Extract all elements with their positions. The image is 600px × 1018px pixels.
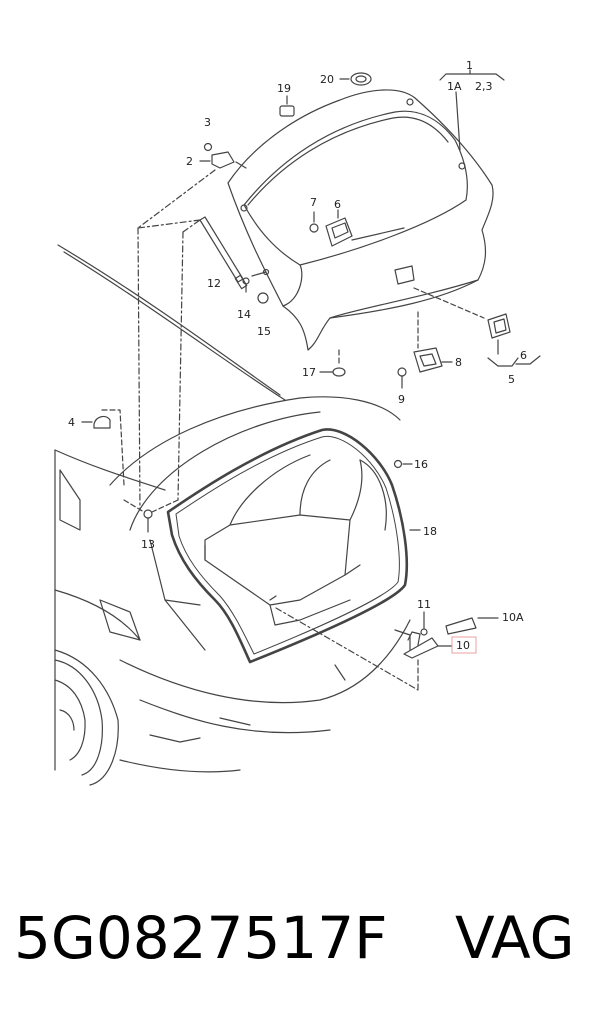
callout-labels: 1 1A 2,3 20 19 3 2 7 6 12 14 15 17 8 9 6…: [68, 59, 527, 652]
callout-15: 15: [257, 325, 271, 338]
callout-8: 8: [455, 356, 462, 369]
seal-part-18: [166, 428, 421, 664]
parts-diagram: 1 1A 2,3 20 19 3 2 7 6 12 14 15 17 8 9 6…: [54, 59, 541, 786]
callout-1: 1: [466, 59, 473, 72]
part-17: [319, 349, 346, 377]
hinge-part-2-3: [199, 142, 247, 169]
brand-name: VAG: [455, 904, 575, 972]
part-20: [339, 72, 372, 86]
callout-3: 3: [204, 116, 211, 129]
callout-6: 6: [334, 198, 341, 211]
emblem-part-5-6: [413, 287, 541, 367]
callout-10: 10: [456, 639, 470, 652]
callout-11: 11: [417, 598, 431, 611]
callout-4: 4: [68, 416, 75, 429]
part-13: [123, 499, 179, 533]
lock-part-6-7: [309, 209, 405, 247]
gas-strut-part-12: [137, 169, 248, 511]
callout-18: 18: [423, 525, 437, 538]
callout-1a: 1A: [447, 80, 462, 93]
callout-7: 7: [310, 196, 317, 209]
callout-2: 2: [186, 155, 193, 168]
callout-14: 14: [237, 308, 251, 321]
part-number: 5G0827517F: [14, 904, 388, 972]
callout-16: 16: [414, 458, 428, 471]
callout-10a: 10A: [502, 611, 524, 624]
part-19: [279, 95, 295, 117]
part-1-bracket: [439, 69, 505, 151]
callout-13: 13: [141, 538, 155, 551]
callout-20: 20: [320, 73, 334, 86]
callout-6b: 6: [520, 349, 527, 362]
callout-12: 12: [207, 277, 221, 290]
part-10-10a-11: [275, 607, 499, 691]
callout-19: 19: [277, 82, 291, 95]
part-14-15: [242, 271, 269, 304]
highlight-box: [451, 636, 477, 654]
latch-part-8-9: [397, 311, 453, 389]
callout-2-3: 2,3: [475, 80, 493, 93]
part-16: [393, 459, 413, 469]
callout-9: 9: [398, 393, 405, 406]
tailgate: [227, 89, 494, 351]
part-4: [81, 409, 125, 486]
car-body: [54, 244, 411, 786]
callout-17: 17: [302, 366, 316, 379]
callout-5: 5: [508, 373, 515, 386]
caption: 5G0827517F VAG: [0, 888, 600, 988]
